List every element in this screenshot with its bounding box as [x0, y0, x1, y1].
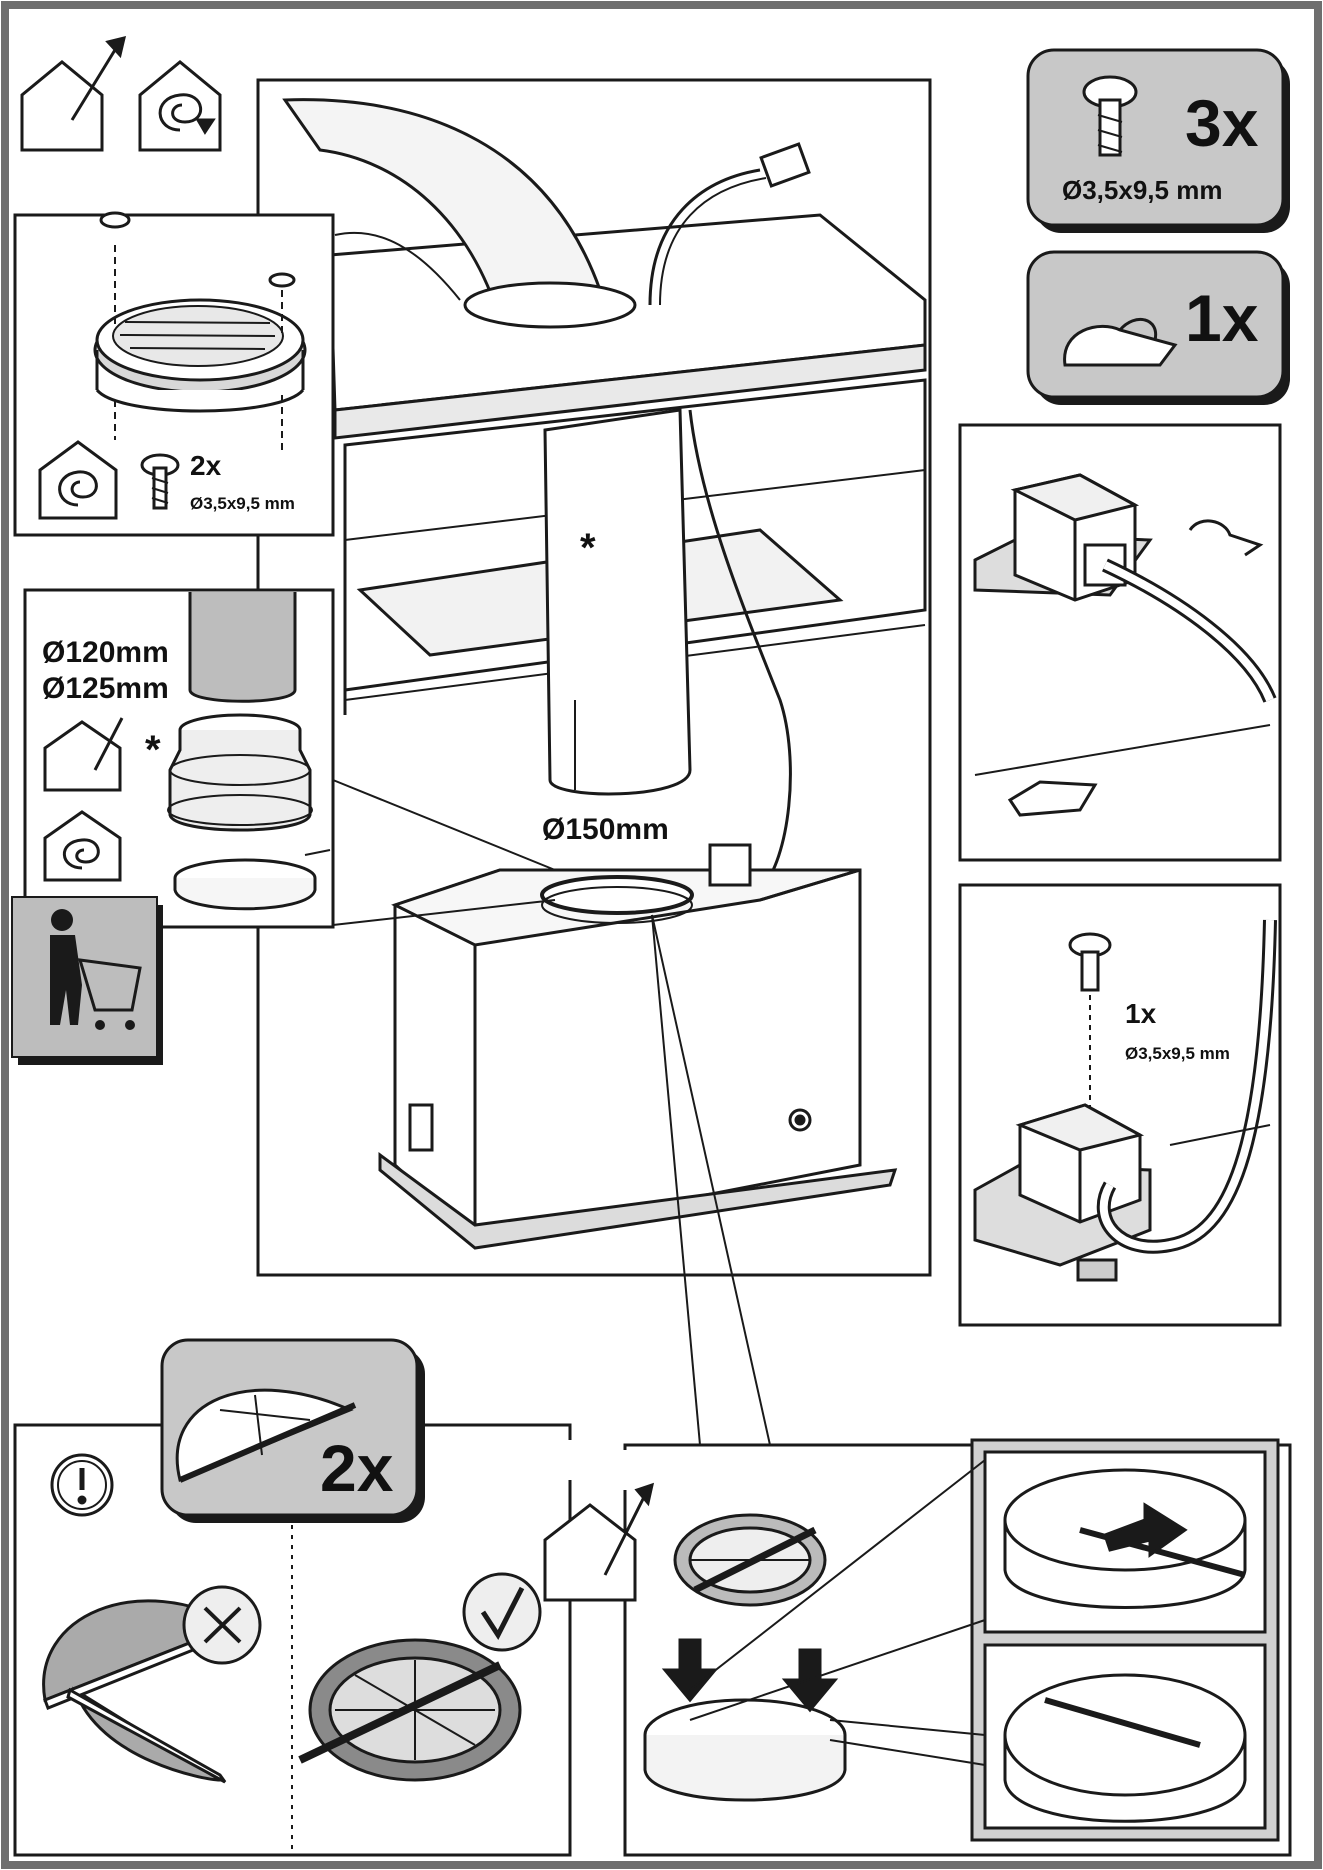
cable-clip-screw-count-label: 1x — [1125, 998, 1157, 1029]
adapter-diameter-125-label: Ø125mm — [42, 672, 169, 705]
cable-clip-screw-size-label: Ø3,5x9,5 mm — [1125, 1044, 1230, 1063]
cable-clip-step1-panel — [958, 423, 1282, 862]
cable-clip-step2-panel — [958, 883, 1282, 1327]
flap-count-label: 2x — [320, 1431, 394, 1505]
filter-recirculation-icon — [38, 440, 118, 520]
screws-size-label: Ø3,5x9,5 mm — [1062, 175, 1223, 205]
screws-count-label: 3x — [1185, 86, 1259, 160]
adapter-recirculation-icon — [43, 810, 122, 882]
flap-install-panel — [623, 914, 1292, 1857]
correct-check-icon — [462, 1572, 542, 1652]
warning-icon — [50, 1453, 114, 1517]
optional-accessory-cart-icon — [11, 896, 163, 1065]
adapter-callout-lines — [332, 779, 556, 926]
clip-badge — [1026, 250, 1290, 405]
flap-badge — [160, 1338, 425, 1523]
wrong-cross-icon — [182, 1585, 262, 1665]
duct-asterisk-label: * — [580, 526, 596, 570]
screws-badge — [1026, 48, 1290, 233]
clip-count-label: 1x — [1185, 281, 1259, 355]
filter-screw-icon — [140, 453, 180, 510]
recirculation-mode-icon — [138, 60, 222, 152]
extraction-mode-icon — [20, 35, 127, 152]
adapter-diameter-120-label: Ø120mm — [42, 636, 169, 669]
flap-install-extraction-icon — [543, 1482, 655, 1602]
adapter-extraction-icon — [43, 717, 124, 792]
filter-screw-count-label: 2x — [190, 450, 222, 481]
main-hood-panel — [256, 78, 932, 1277]
outlet-diameter-label: Ø150mm — [542, 813, 669, 846]
adapter-asterisk-label: * — [145, 728, 161, 772]
filter-screw-size-label: Ø3,5x9,5 mm — [190, 494, 295, 513]
